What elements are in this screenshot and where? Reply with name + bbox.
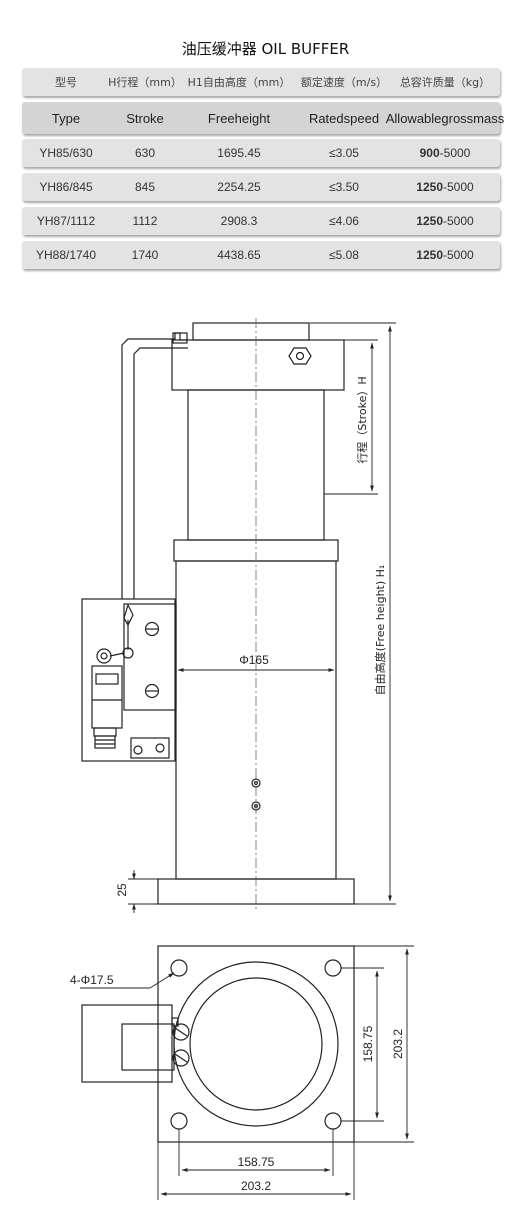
cell-type: YH87/1112 (36, 214, 96, 228)
mass-low: 1250 (416, 214, 443, 228)
dim-inner-v: 158.75 (361, 1025, 375, 1062)
diameter-label: Φ165 (239, 653, 269, 667)
header-en-stroke: Stroke (126, 110, 164, 126)
mount-hole-icon (324, 1112, 342, 1130)
header-cn-speed: 额定速度（m/s） (300, 76, 388, 89)
header-cn-free: H1自由高度（mm） (187, 76, 291, 89)
table-row: YH87/1112 1112 2908.3 ≤4.06 1250-5000 (22, 207, 500, 235)
cell-speed: ≤4.06 (329, 214, 359, 228)
header-en-speed: Ratedspeed (308, 110, 380, 126)
dim-outer-h: 203.2 (241, 1179, 271, 1193)
header-cn-mass: 总容许质量（kg） (399, 76, 491, 89)
cell-stroke: 630 (134, 146, 156, 160)
cylinder-outer-ring (173, 961, 339, 1127)
cell-free: 1695.45 (217, 146, 261, 160)
cell-free: 2254.25 (217, 180, 261, 194)
mass-low: 1250 (416, 248, 443, 262)
cell-speed: ≤5.08 (329, 248, 359, 262)
cell-stroke: 1112 (132, 214, 158, 228)
mount-hole-icon (170, 1112, 188, 1130)
cell-mass: 1250-5000 (390, 173, 500, 201)
cell-type: YH85/630 (39, 146, 93, 160)
cell-speed: ≤3.05 (329, 146, 359, 160)
base-plate-plan (157, 945, 355, 1143)
header-cn-type: 型号 (55, 76, 77, 89)
switch-roller-icon (96, 648, 112, 664)
table-row: YH88/1740 1740 4438.65 ≤5.08 1250-5000 (22, 241, 500, 269)
switch-box-plan (81, 1004, 173, 1083)
base-thickness-label: 25 (115, 883, 129, 897)
hole-label: 4-Φ17.5 (70, 973, 114, 987)
mount-hole-icon (170, 959, 188, 977)
cell-type: YH88/1740 (35, 248, 97, 262)
page-title: 油压缓冲器 OIL BUFFER (181, 40, 350, 58)
table-header-cn: 型号 H行程（mm） H1自由高度（mm） 额定速度（m/s） 总容许质量（kg… (22, 68, 500, 96)
cell-mass: 1250-5000 (390, 207, 500, 235)
table-row: YH85/630 630 1695.45 ≤3.05 900-5000 (22, 139, 500, 167)
cell-mass: 900-5000 (390, 139, 500, 167)
cell-speed: ≤3.50 (329, 180, 359, 194)
plunger-head (171, 339, 345, 391)
header-cn-stroke: H行程（mm） (108, 76, 182, 89)
cell-free: 4438.65 (217, 248, 261, 262)
table-row: YH86/845 845 2254.25 ≤3.50 1250-5000 (22, 173, 500, 201)
header-en-type: Type (51, 110, 81, 126)
mass-high: -5000 (443, 214, 474, 228)
mount-hole-icon (324, 959, 342, 977)
mass-high: -5000 (439, 146, 471, 160)
cell-stroke: 1740 (131, 248, 159, 262)
cylinder-bore (189, 977, 323, 1111)
dim-inner-h: 158.75 (238, 1155, 275, 1169)
cell-mass: 1250-5000 (390, 241, 500, 269)
striker-rod (121, 332, 188, 599)
mass-low: 900 (419, 146, 440, 160)
mass-low: 1250 (416, 180, 443, 194)
hex-bolt-icon (288, 347, 312, 365)
stroke-label: 行程（Stroke）H (356, 376, 369, 463)
cell-stroke: 845 (134, 180, 156, 194)
header-en-free: Freeheight (207, 110, 271, 126)
cell-type: YH86/845 (39, 180, 93, 194)
top-cap (192, 322, 310, 341)
free-height-label: 自由高度(Free height) H₁ (373, 565, 387, 696)
mass-high: -5000 (443, 180, 474, 194)
table-header-en: Type Stroke Freeheight Ratedspeed Allowa… (22, 102, 505, 134)
dim-outer-v: 203.2 (391, 1029, 405, 1059)
mass-high: -5000 (443, 248, 474, 262)
cell-free: 2908.3 (220, 214, 258, 228)
switch-bracket (81, 598, 176, 762)
header-en-mass: Allowablegrossmass (385, 110, 505, 126)
